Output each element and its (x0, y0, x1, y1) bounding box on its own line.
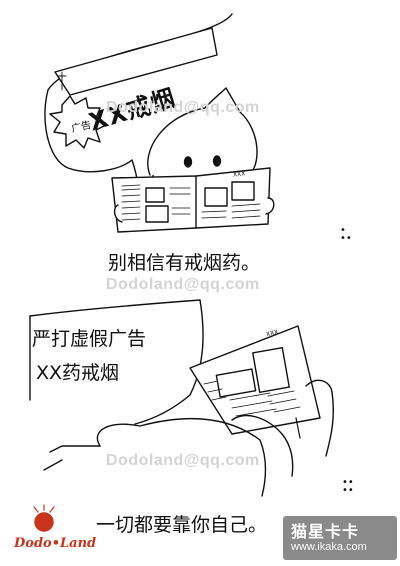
logo-text: Dodo•Land (14, 536, 97, 551)
panel2-protest-sign (29, 299, 204, 425)
site-name: 猫星卡卡 (291, 522, 360, 541)
panel1-banner (54, 27, 218, 96)
panel1-starburst (49, 95, 107, 149)
panel2-hands (43, 379, 335, 497)
panel2-caption: 一切都要靠你自己。 (96, 514, 268, 536)
site-url: www.ikaka.com (291, 541, 367, 553)
panel2-sign-line2: XX药戒烟 (36, 362, 120, 384)
site-badge: 猫星卡卡 www.ikaka.com (283, 516, 397, 560)
watermark: Dodoland@qq.com (106, 452, 260, 469)
panel1-caption: 别相信有戒烟药。 (108, 252, 261, 274)
panel2-sign-line1: 严打虚假广告 (32, 328, 147, 350)
panel1-newspaper (111, 167, 275, 233)
logo-mark (33, 504, 55, 532)
panel1-dots: ••• (340, 225, 352, 244)
watermark: Dodoland@qq.com (106, 99, 260, 116)
panel1-character (147, 87, 258, 177)
panel2-dots: •••• (342, 477, 354, 496)
panel2-newspaper (189, 325, 321, 435)
panel1-newspaper-label: XXX (232, 170, 246, 179)
watermark: Dodoland@qq.com (106, 276, 260, 293)
